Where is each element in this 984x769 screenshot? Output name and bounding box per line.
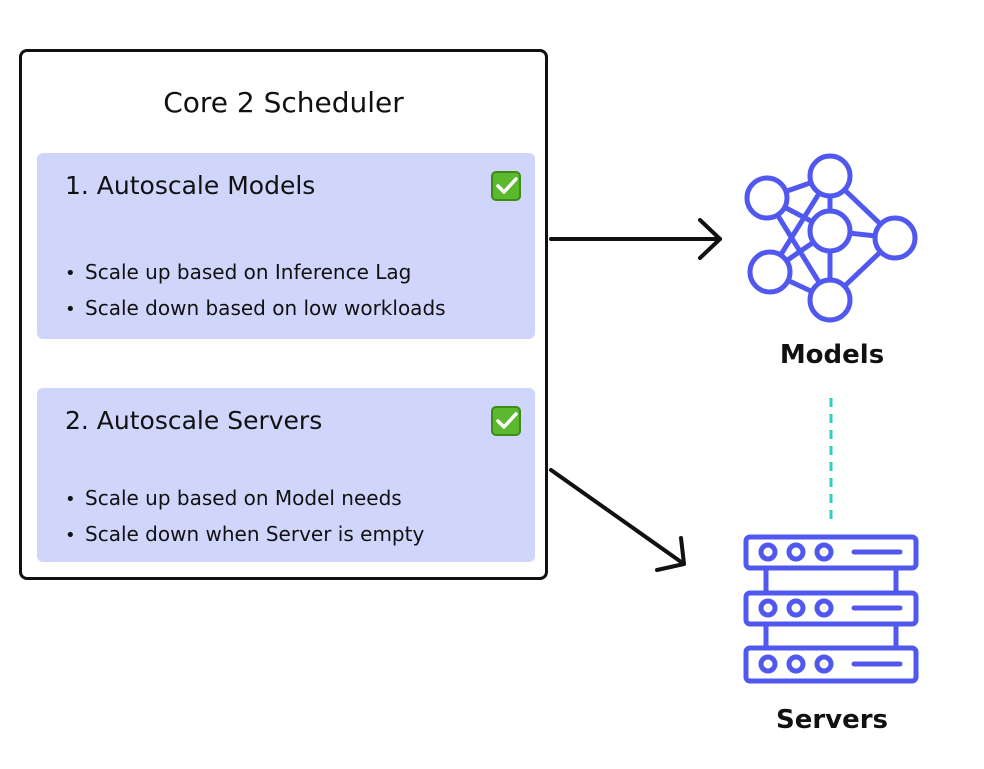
bullet-list: Scale up based on Inference Lag Scale do…: [65, 255, 446, 327]
panel-title: 1. Autoscale Models: [65, 171, 316, 200]
check-mark-icon: [491, 171, 521, 201]
servers-label: Servers: [775, 705, 889, 735]
bullet-item: Scale up based on Inference Lag: [65, 255, 446, 291]
arrow-to-servers: [549, 468, 686, 572]
neural-network-icon: [744, 153, 918, 323]
bullet-list: Scale up based on Model needs Scale down…: [65, 481, 424, 553]
bullet-item: Scale down when Server is empty: [65, 517, 424, 553]
server-rack-icon: [743, 534, 919, 684]
bullet-item: Scale down based on low workloads: [65, 291, 446, 327]
panel-title: 2. Autoscale Servers: [65, 406, 323, 435]
autoscale-models-panel: 1. Autoscale Models Scale up based on In…: [37, 153, 535, 339]
bullet-item: Scale up based on Model needs: [65, 481, 424, 517]
autoscale-servers-panel: 2. Autoscale Servers Scale up based on M…: [37, 388, 535, 562]
scheduler-title: Core 2 Scheduler: [163, 86, 404, 119]
models-label: Models: [779, 340, 885, 370]
check-mark-icon: [491, 406, 521, 436]
arrow-to-models: [549, 218, 722, 260]
